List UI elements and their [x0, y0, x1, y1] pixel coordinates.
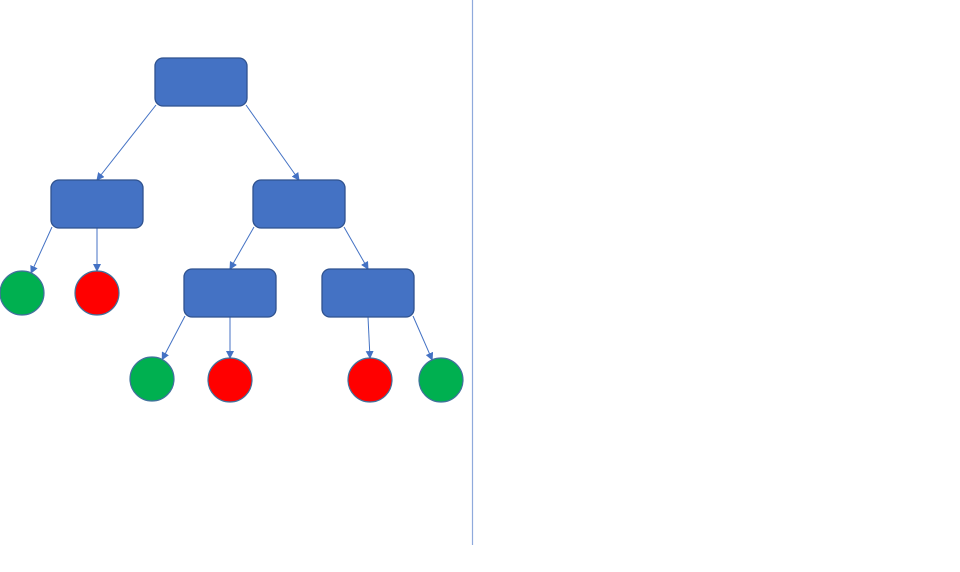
outcome-node-green-leaf-1: [0, 270, 45, 316]
outcome-node-red-leaf-2: [74, 270, 120, 316]
decision-node-left: [50, 179, 144, 229]
decision-node-right-right: [321, 268, 415, 318]
decision-node-right-left: [183, 268, 277, 318]
edge-right-to-right-left: [229, 226, 255, 270]
edge-right-left-to-leaf-3: [161, 315, 186, 361]
edge-right-to-right-right: [343, 226, 369, 270]
edge-right-right-to-leaf-5: [365, 316, 374, 359]
outcome-node-green-leaf-3: [129, 356, 175, 402]
outcome-node-green-leaf-6: [418, 357, 464, 403]
edges-layer: [30, 104, 434, 361]
edge-root-to-right: [245, 104, 300, 181]
outcome-node-red-leaf-5: [347, 357, 393, 403]
decision-node-root: [154, 57, 248, 107]
edge-right-right-to-leaf-6: [412, 315, 434, 361]
decision-node-right: [252, 179, 346, 229]
edge-root-to-left: [96, 104, 157, 181]
outcome-node-red-leaf-4: [207, 357, 253, 403]
nodes-layer: [0, 57, 464, 403]
edge-left-to-leaf-1: [30, 226, 53, 274]
